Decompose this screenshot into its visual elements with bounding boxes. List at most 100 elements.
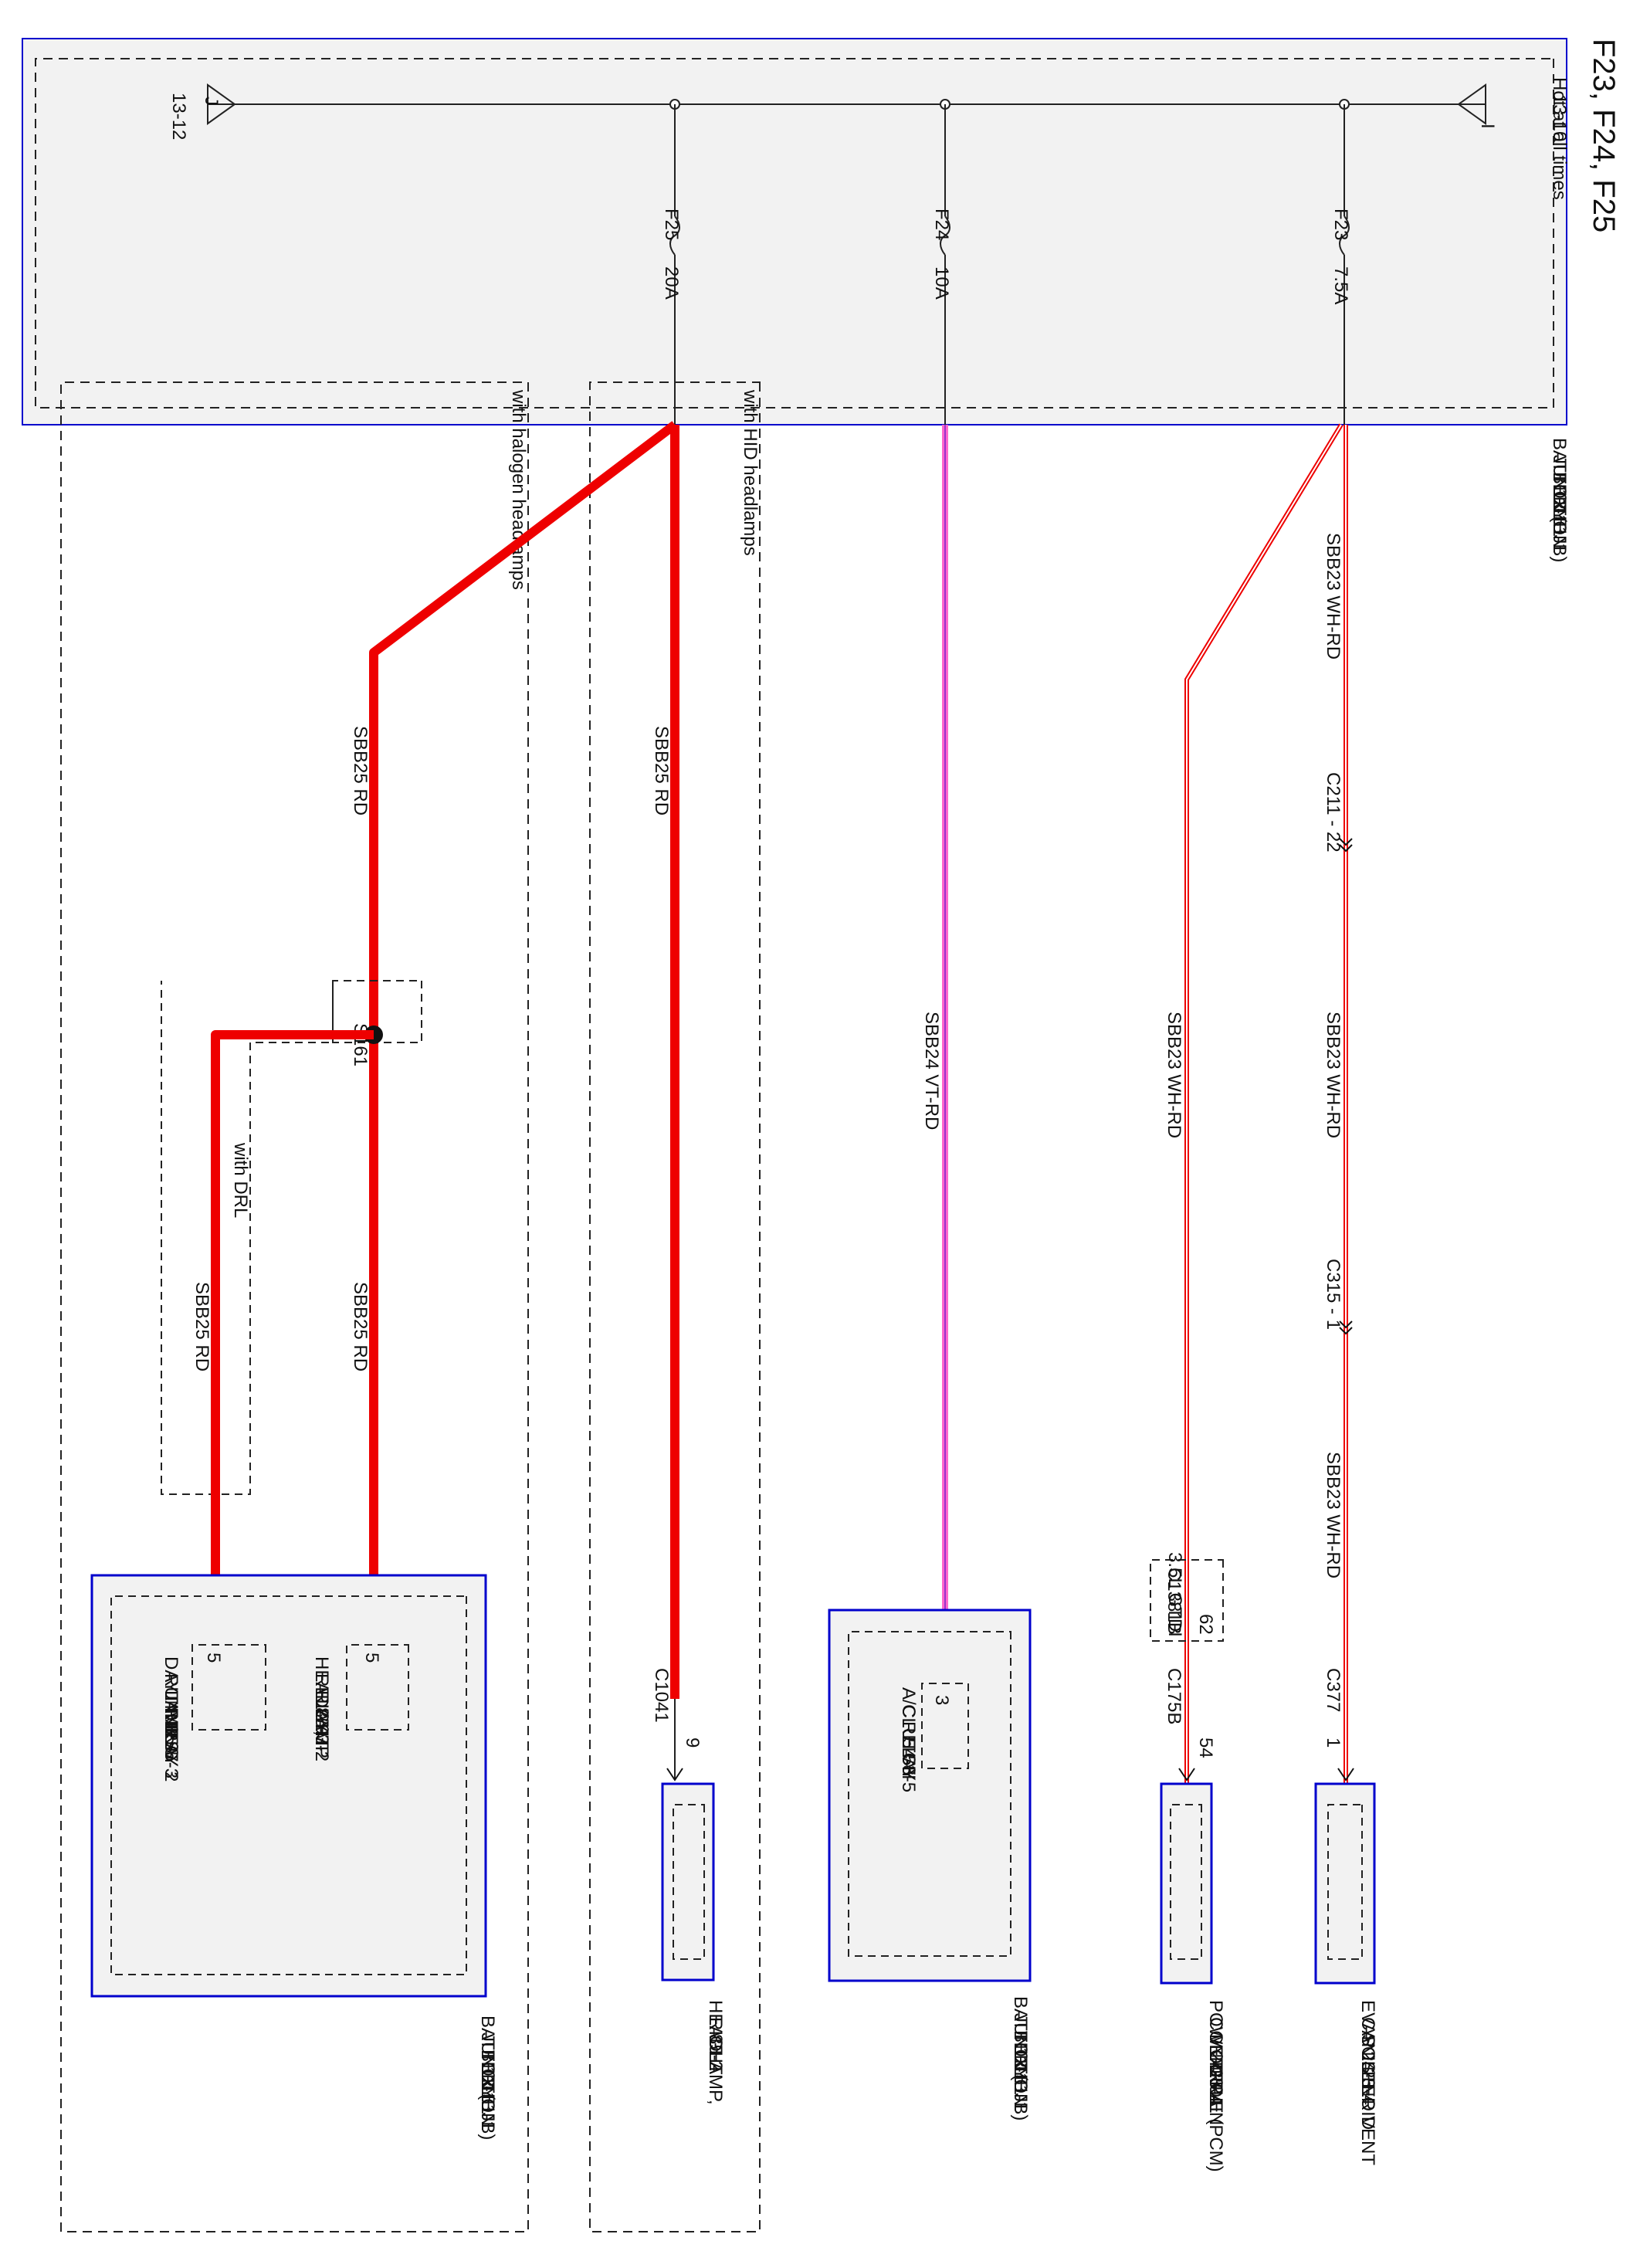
svg-text:11-1: 11-1 [477, 2066, 498, 2102]
svg-text:BATTERY: BATTERY [477, 2015, 498, 2099]
svg-text:Hot at all times: Hot at all times [1549, 77, 1570, 200]
connector-c211-icon [1339, 838, 1353, 853]
svg-text:85-2: 85-2 [705, 2034, 726, 2071]
svg-text:85-5: 85-5 [161, 1724, 181, 1761]
fuse-f25-id: F25 [661, 208, 682, 240]
option-drl-label: with DRL [230, 1142, 251, 1218]
hot-label: Hot at all times 13-10 [1549, 77, 1570, 200]
connector-c175b-icon [1178, 1768, 1195, 1782]
svg-text:24-3: 24-3 [1205, 2051, 1226, 2088]
svg-text:RELAY: RELAY [898, 1721, 919, 1781]
bjb-box-label: BATTERY JUNCTION BOX (BJB) 11-1 151-1 [1549, 438, 1570, 562]
svg-text:151-1: 151-1 [1549, 506, 1570, 553]
svg-text:BOX (BJB): BOX (BJB) [1549, 472, 1570, 562]
fuse-f24-icon [940, 215, 950, 256]
svg-text:CANISTER VENT: CANISTER VENT [1357, 2017, 1378, 2165]
fuse-f23-id: F23 [1330, 208, 1351, 240]
svg-text:JUNCTION: JUNCTION [1549, 455, 1570, 548]
svg-text:97-2: 97-2 [311, 1724, 332, 1761]
svg-text:25-4: 25-4 [1205, 2068, 1226, 2105]
splice-s161-label: S161 [350, 1023, 371, 1066]
connector-c1381b-box [1150, 1559, 1224, 1642]
component-drl-relay-label: DAYTIME RUNNING LAMPS RELAY 2 85-5 97-3 [161, 1656, 181, 1782]
component-bottom-bjb-inner [110, 1595, 467, 1975]
connector-c377-icon [1337, 1768, 1354, 1782]
wire-label-halogen-2: SBB25 RD [350, 1282, 371, 1371]
component-evap-label: EVAP CANISTER VENT SOLENOID 24-3 25-4 [1357, 2000, 1378, 2165]
component-drl-relay-pin: 5 [203, 1653, 224, 1663]
connector-c377-label: C377 [1323, 1668, 1344, 1712]
svg-text:EVAP: EVAP [1357, 2000, 1378, 2048]
svg-text:HEADLAMP,: HEADLAMP, [705, 2000, 726, 2105]
component-headlamp-box [661, 1782, 715, 1982]
component-ac-relay-label: A/C CLUTCH RELAY 54-3 55-5 [898, 1687, 919, 1792]
svg-text:RELAY 2: RELAY 2 [161, 1707, 181, 1782]
svg-text:BATTERY: BATTERY [1010, 1996, 1031, 2080]
bjb-inner-dash [35, 58, 1554, 409]
option-hid-label: with HID headlamps [740, 389, 761, 556]
option-halogen-label: with halogen headlamps [508, 389, 529, 590]
svg-text:SOLENOID: SOLENOID [1357, 2034, 1378, 2130]
wire-label-pcm: SBB23 WH-RD [1164, 1012, 1184, 1138]
connector-c1041-icon [666, 1768, 683, 1782]
svg-text:POWERTRAIN: POWERTRAIN [1205, 2000, 1226, 2125]
svg-text:11-1: 11-1 [1010, 2047, 1031, 2083]
svg-text:RUNNING: RUNNING [161, 1673, 181, 1760]
component-ac-relay-box [921, 1683, 969, 1769]
svg-text:RIGHT: RIGHT [705, 2017, 726, 2075]
svg-text:MODULE (PCM): MODULE (PCM) [1205, 2034, 1226, 2172]
component-bottom-bjb-box [90, 1574, 487, 1998]
svg-text:151-1: 151-1 [477, 2083, 498, 2131]
svg-text:55-5: 55-5 [898, 1755, 919, 1792]
fuse-f25-icon [669, 215, 680, 256]
svg-text:54-3: 54-3 [898, 1738, 919, 1775]
component-ac-bjb-box [828, 1609, 1032, 1982]
connector-c1381b-option: 3.5L GTDI [1164, 1552, 1185, 1637]
component-hl-relay-box [346, 1644, 409, 1731]
ground-ref-label: 13-12 [168, 93, 189, 140]
fuse-f23-rating: 7.5A [1330, 266, 1351, 304]
wire-drl [211, 1030, 374, 1575]
option-drl-box [161, 981, 334, 1495]
connector-c1041-label: C1041 [651, 1668, 672, 1723]
svg-text:151-1: 151-1 [1010, 2064, 1031, 2111]
wire-label-hid: SBB25 RD [651, 726, 672, 815]
wire-label-evap-1: SBB23 WH-RD [1323, 533, 1344, 659]
wire-label-ac: SBB24 VT-RD [921, 1012, 942, 1130]
svg-text:JUNCTION: JUNCTION [477, 2032, 498, 2126]
svg-text:DAYTIME: DAYTIME [161, 1656, 181, 1737]
connector-c377-pin: 1 [1323, 1737, 1344, 1748]
fuse-f24-rating: 10A [931, 266, 952, 300]
component-hl-relay-pin: 5 [361, 1653, 382, 1663]
connector-c1381b-label: C1381B [1164, 1568, 1184, 1635]
svg-text:11-1: 11-1 [1549, 489, 1570, 524]
svg-text:HEADLAMP: HEADLAMP [311, 1656, 332, 1758]
wire-label-evap-2: SBB23 WH-RD [1323, 1012, 1344, 1138]
svg-text:A/C: A/C [898, 1687, 919, 1718]
svg-text:BATTERY: BATTERY [1549, 438, 1570, 521]
component-ac-bjb-label: BATTERY JUNCTION BOX (BJB) 11-1 151-1 [1010, 1996, 1031, 2121]
connector-c175b-label: C175B [1164, 1668, 1184, 1724]
svg-text:25-4: 25-4 [1357, 2068, 1378, 2105]
component-headlamp-label: HEADLAMP, RIGHT 85-2 [705, 2000, 726, 2105]
svg-text:BOX (BJB): BOX (BJB) [477, 2049, 498, 2140]
svg-text:97-3: 97-3 [161, 1741, 181, 1778]
connector-c315-label: C315 - 1 [1323, 1259, 1344, 1330]
ground-ref-triangle [207, 83, 236, 125]
diagram-title: F23, F24, F25 [1587, 39, 1621, 232]
svg-text:85-3: 85-3 [311, 1707, 332, 1744]
component-headlamp-inner [673, 1804, 705, 1960]
svg-text:CLUTCH: CLUTCH [898, 1704, 919, 1779]
connector-c211-label: C211 - 22 [1323, 772, 1344, 853]
svg-text:LAMPS: LAMPS [161, 1690, 181, 1753]
svg-text:JUNCTION: JUNCTION [1010, 2013, 1031, 2107]
component-ac-relay-pin: 3 [931, 1695, 952, 1705]
connector-c315-icon [1339, 1320, 1353, 1335]
component-drl-relay-box [191, 1644, 266, 1731]
wire-label-halogen-1: SBB25 RD [350, 726, 371, 815]
component-evap-inner [1327, 1804, 1363, 1960]
fuse-f25-rating: 20A [661, 266, 682, 300]
